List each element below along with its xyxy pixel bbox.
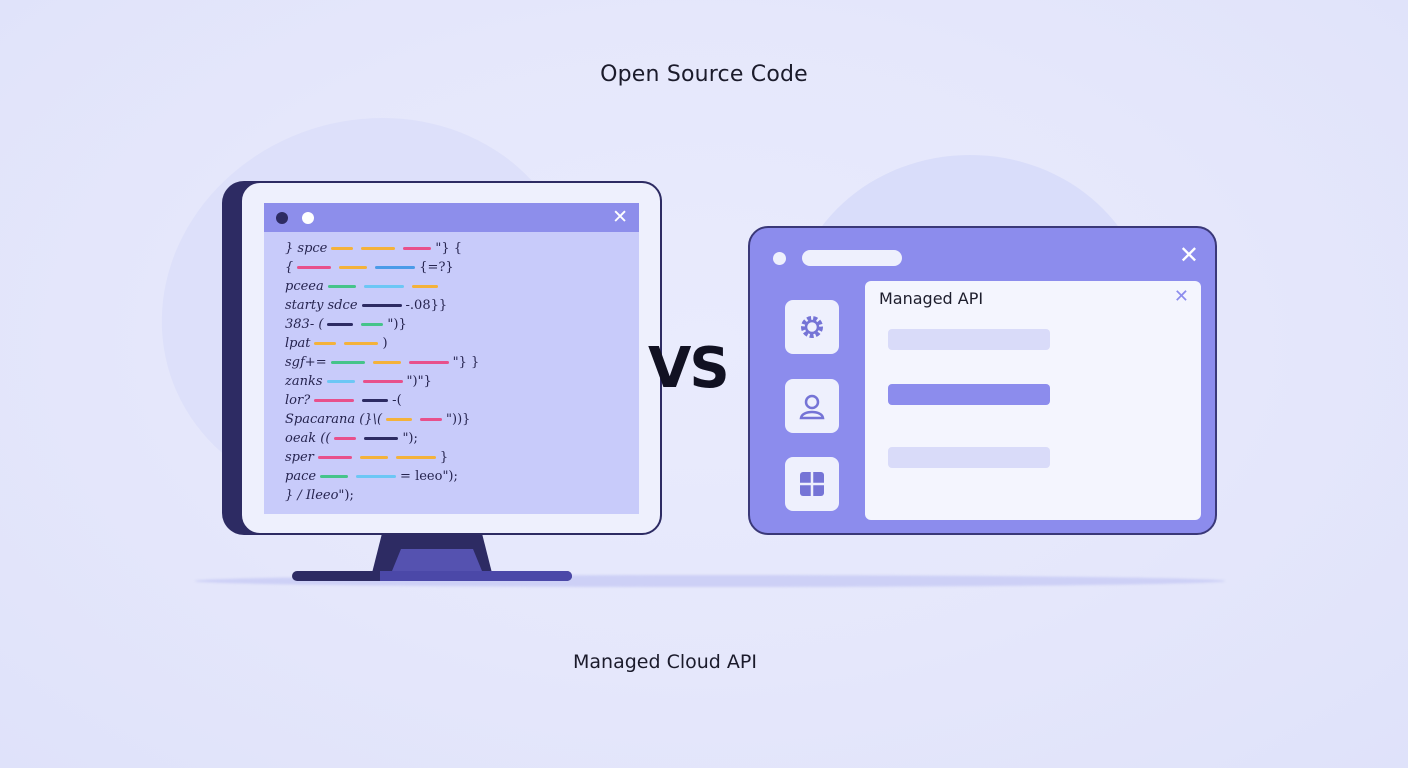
code-text: "); [338,488,354,503]
code-token [386,418,413,421]
code-token [339,266,368,269]
code-text: ")"} [406,374,432,389]
code-token [403,247,432,250]
code-token [361,247,396,250]
code-line: lor? -( [285,391,625,410]
code-line: } / Ileeo"); [285,486,625,505]
code-text: "} { [435,241,463,256]
code-token [411,285,438,288]
code-token [317,456,352,459]
code-token [344,342,379,345]
code-text: zanks [285,374,323,389]
code-token [334,437,357,440]
code-token [364,437,399,440]
code-text: lor? [285,393,311,408]
code-token [331,247,354,250]
card-title: Managed API [879,289,984,308]
code-token [327,323,354,326]
code-text: 383- ( [285,317,324,332]
code-token [320,475,349,478]
code-token [297,266,332,269]
code-token [362,399,389,402]
managed-api-window: ✕ Managed API ✕ [748,226,1217,535]
code-line: sgf+= "} } [285,353,625,372]
code-token [363,285,404,288]
code-line: starty sdce -.08}} [285,296,625,315]
code-token [375,266,416,269]
window-dot-icon [773,252,786,265]
close-icon[interactable]: ✕ [1178,241,1199,269]
code-line: Spacarana (}\( "))} [285,410,625,429]
content-bar-selected[interactable] [888,384,1050,405]
code-text: sper [285,450,314,465]
code-text: pace [285,469,317,484]
monitor-stand-base-highlight [380,571,572,581]
code-text: "} } [452,355,480,370]
code-token [361,304,402,307]
code-text: lpat [285,336,311,351]
managed-api-card: Managed API ✕ [865,281,1201,520]
code-token [408,361,449,364]
code-token [420,418,443,421]
code-token [327,285,356,288]
code-text: } / Ileeo [285,488,339,503]
code-line: 383- ( ")} [285,315,625,334]
code-text: Spacarana (}\( [285,412,383,427]
bottom-title: Managed Cloud API [573,651,757,673]
monitor-stand-highlight [392,549,482,571]
code-text: } spce [285,241,328,256]
code-text: starty sdce [285,298,358,313]
code-text: -( [392,393,402,408]
code-text: ) [382,336,388,351]
code-line: { {=?} [285,258,625,277]
code-line: oeak (( "); [285,429,625,448]
grid-icon[interactable] [785,457,839,511]
code-token [314,342,337,345]
code-token [359,456,388,459]
close-icon[interactable]: ✕ [1173,286,1189,307]
code-text: sgf+= [285,355,327,370]
window-dot-icon [302,212,314,224]
gear-icon[interactable] [785,300,839,354]
content-bar [888,329,1050,350]
code-text: pceea [285,279,324,294]
code-token [361,323,384,326]
code-token [362,380,403,383]
code-line: zanks ")"} [285,372,625,391]
code-token [330,361,365,364]
code-token [372,361,401,364]
code-line: pace = leeo"); [285,467,625,486]
window-dot-icon [276,212,288,224]
code-line: sper} [285,448,625,467]
code-text: "))} [446,412,471,427]
top-title: Open Source Code [600,62,808,87]
code-token [395,456,436,459]
code-text: "); [402,431,418,446]
code-token [326,380,355,383]
code-text: {=?} [419,260,454,275]
code-token [314,399,355,402]
code-token [356,475,397,478]
user-icon[interactable] [785,379,839,433]
code-line: pceea [285,277,625,296]
address-bar [802,250,902,266]
code-line: } spce "} { [285,239,625,258]
code-text: oeak (( [285,431,331,446]
code-editor-window: ✕ } spce "} { { {=?} pceea starty sdce -.08}}… [264,203,639,514]
close-icon[interactable]: ✕ [612,206,628,228]
code-text: ")} [387,317,407,332]
code-text: = leeo"); [400,469,458,484]
code-line: lpat) [285,334,625,353]
code-text: -.08}} [405,298,448,313]
code-lines: } spce "} { { {=?} pceea starty sdce -.08}} 38… [285,239,625,505]
code-text: { [285,260,294,275]
versus-label: VS [648,336,730,401]
code-text: } [439,450,449,465]
code-window-titlebar: ✕ [264,203,639,232]
content-bar [888,447,1050,468]
